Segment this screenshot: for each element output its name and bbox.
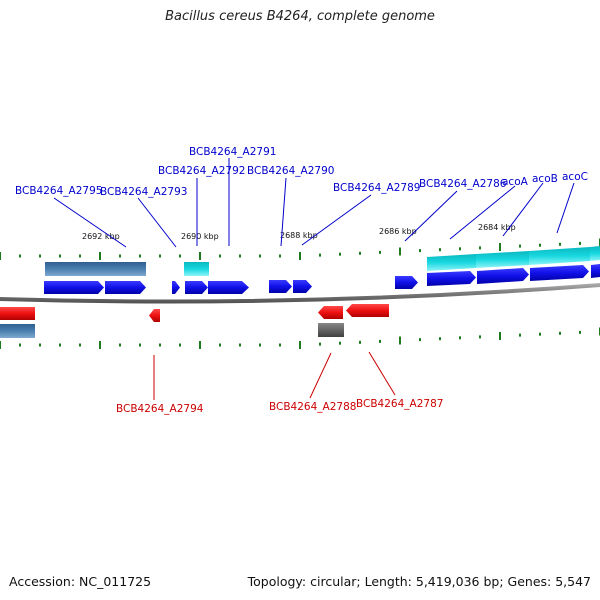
- leader-line: [137, 197, 177, 248]
- cds-bar[interactable]: [427, 254, 476, 271]
- genome-summary-text: Topology: circular; Length: 5,419,036 bp…: [247, 574, 591, 589]
- gene-arrow-forward[interactable]: [530, 265, 589, 281]
- forward-gene-labels: BCB4264_A2795 BCB4264_A2793 BCB4264_A279…: [15, 146, 588, 198]
- cds-bar[interactable]: [0, 324, 35, 338]
- gene-arrow-reverse[interactable]: [346, 304, 389, 317]
- gene-arrow-forward[interactable]: [172, 281, 180, 294]
- scale-ticks-outer: [0, 238, 600, 260]
- cds-bar[interactable]: [476, 251, 529, 268]
- leader-line: [301, 194, 372, 246]
- gene-arrow-forward[interactable]: [591, 264, 600, 278]
- gene-arrow-forward[interactable]: [395, 276, 418, 289]
- cds-bar[interactable]: [105, 262, 146, 276]
- gene-arrow-forward[interactable]: [105, 281, 146, 294]
- gene-label[interactable]: acoB: [532, 173, 558, 185]
- gene-label[interactable]: BCB4264_A2788: [269, 401, 356, 413]
- leader-line: [368, 351, 396, 396]
- scale-label: 2684 kbp: [478, 223, 516, 232]
- leader-line: [280, 177, 287, 247]
- genome-backbone: [0, 283, 600, 304]
- cds-bar[interactable]: [184, 262, 209, 276]
- gene-label[interactable]: BCB4264_A2794: [116, 403, 204, 415]
- forward-genes: [44, 264, 600, 294]
- scale-label: 2686 kbp: [379, 227, 417, 236]
- cds-features: [0, 246, 600, 338]
- scale-label: 2690 kbp: [181, 232, 219, 241]
- gene-label[interactable]: BCB4264_A2791: [189, 146, 276, 158]
- reverse-gene-labels: BCB4264_A2794 BCB4264_A2788 BCB4264_A278…: [116, 398, 443, 415]
- gene-label[interactable]: BCB4264_A2792: [158, 165, 245, 177]
- gene-arrow-forward[interactable]: [208, 281, 249, 294]
- scale-labels: 2692 kbp 2690 kbp 2688 kbp 2686 kbp 2684…: [82, 223, 516, 241]
- reverse-genes: [0, 304, 389, 322]
- gene-label[interactable]: BCB4264_A2786: [419, 178, 507, 190]
- gene-arrow-reverse[interactable]: [149, 309, 160, 322]
- cds-bar[interactable]: [590, 246, 600, 261]
- accession-text: Accession: NC_011725: [9, 574, 152, 589]
- leader-line: [449, 185, 516, 240]
- cds-bar[interactable]: [529, 247, 590, 265]
- gene-label[interactable]: BCB4264_A2790: [247, 165, 334, 177]
- cds-bar[interactable]: [45, 262, 105, 276]
- gene-label[interactable]: BCB4264_A2787: [356, 398, 443, 410]
- gene-label[interactable]: acoA: [502, 176, 529, 188]
- gene-arrow-reverse[interactable]: [0, 307, 35, 320]
- leader-line: [556, 182, 575, 234]
- scale-ticks-inner: [0, 327, 600, 349]
- gene-label[interactable]: BCB4264_A2793: [100, 186, 187, 198]
- gene-arrow-forward[interactable]: [269, 280, 292, 293]
- gene-arrow-forward[interactable]: [427, 271, 476, 286]
- gene-arrow-forward[interactable]: [477, 268, 529, 284]
- gene-arrow-reverse[interactable]: [318, 306, 343, 319]
- leader-line: [502, 182, 544, 237]
- scale-label: 2688 kbp: [280, 231, 318, 240]
- gene-label[interactable]: BCB4264_A2795: [15, 185, 102, 197]
- leader-line: [404, 190, 458, 242]
- cds-bar[interactable]: [318, 323, 344, 337]
- gene-arrow-forward[interactable]: [44, 281, 104, 294]
- label-leader-lines: [53, 158, 575, 400]
- gene-label[interactable]: BCB4264_A2789: [333, 182, 420, 194]
- leader-line: [309, 352, 332, 399]
- scale-label: 2692 kbp: [82, 232, 120, 241]
- leader-line: [53, 197, 127, 248]
- map-title: Bacillus cereus B4264, complete genome: [165, 9, 435, 24]
- gene-label[interactable]: acoC: [562, 171, 588, 183]
- gene-arrow-forward[interactable]: [293, 280, 312, 293]
- gene-arrow-forward[interactable]: [185, 281, 208, 294]
